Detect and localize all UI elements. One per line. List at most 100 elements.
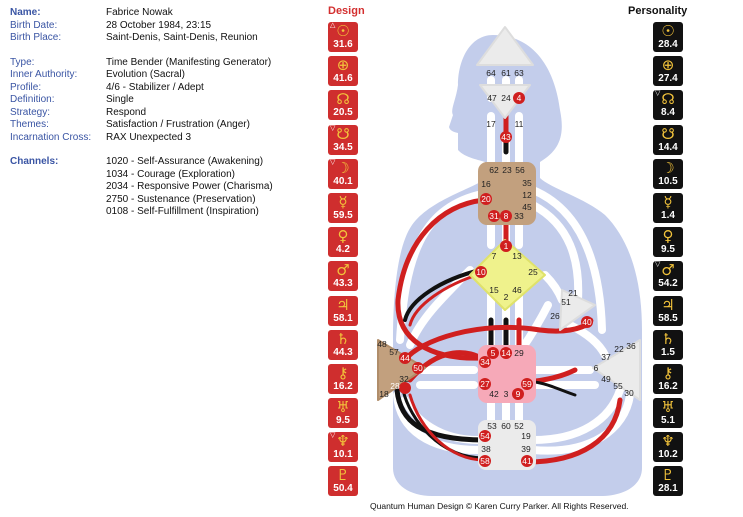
planet-gate-value: 58.5 xyxy=(658,312,678,324)
mars-icon: ♂ xyxy=(661,261,675,280)
gate-55: 55 xyxy=(613,381,623,391)
pluto-icon: ♇ xyxy=(661,466,675,485)
type-value: Time Bender (Manifesting Generator) xyxy=(106,56,272,68)
gate-36: 36 xyxy=(626,341,636,351)
planet-gate-value: 9.5 xyxy=(336,415,350,427)
earth-icon: ⊕ xyxy=(336,56,350,75)
planet-gate-value: 1.4 xyxy=(661,209,675,221)
planet-gate-value: 4.2 xyxy=(336,244,350,256)
earth-icon: ⊕ xyxy=(661,56,675,75)
planet-gate-value: 10.1 xyxy=(333,449,353,461)
gate-59: 59 xyxy=(522,379,532,389)
design-planet-jupiter: ♃58.1 xyxy=(328,295,358,326)
venus-icon: ♀ xyxy=(662,227,674,246)
personality-planet-neptune: ♆10.2 xyxy=(653,432,683,463)
venus-icon: ♀ xyxy=(337,227,349,246)
cross-value: RAX Unexpected 3 xyxy=(106,131,192,143)
design-planet-venus: ♀4.2 xyxy=(328,227,358,258)
planet-gate-value: 28.1 xyxy=(658,483,678,495)
active-gate-circles xyxy=(399,92,593,467)
planet-gate-value: 1.5 xyxy=(661,346,675,358)
personality-planet-north-node: ▽☊8.4 xyxy=(653,90,683,121)
planet-gate-value: 44.3 xyxy=(333,346,353,358)
type-label: Type: xyxy=(10,56,35,68)
design-planet-mars: ♂43.3 xyxy=(328,261,358,292)
gate-13: 13 xyxy=(512,251,522,261)
personality-planet-earth: ⊕27.4 xyxy=(653,56,683,87)
planet-gate-value: 16.2 xyxy=(658,380,678,392)
personality-title: Personality xyxy=(628,5,688,17)
design-planet-mercury: ☿59.5 xyxy=(328,192,358,223)
g-center xyxy=(469,239,546,311)
gate-22: 22 xyxy=(614,344,624,354)
gate-28: 28 xyxy=(390,381,400,391)
gate-61: 61 xyxy=(501,68,511,78)
strategy-label: Strategy: xyxy=(10,106,51,118)
design-planet-north-node: ☊20.5 xyxy=(328,90,358,121)
gate-34: 34 xyxy=(480,357,490,367)
pluto-icon: ♇ xyxy=(336,466,350,485)
gate-7: 7 xyxy=(492,251,497,261)
gate-33: 33 xyxy=(514,211,524,221)
personality-planet-uranus: ♅5.1 xyxy=(653,398,683,429)
profile-label: Profile: xyxy=(10,81,42,93)
channel-list: 1020 - Self-Assurance (Awakening) 1034 -… xyxy=(106,156,273,219)
personality-planet-venus: ♀9.5 xyxy=(653,227,683,258)
throat-center xyxy=(478,162,536,225)
gate-19: 19 xyxy=(521,431,531,441)
gate-14: 14 xyxy=(501,348,511,358)
personality-planet-sun: ☉28.4 xyxy=(653,22,683,52)
design-planet-moon: ▽☽40.1 xyxy=(328,158,358,189)
saturn-icon: ♄ xyxy=(336,329,350,348)
gate-2: 2 xyxy=(504,292,509,302)
planet-gate-value: 16.2 xyxy=(333,380,353,392)
gate-23: 23 xyxy=(502,165,512,175)
saturn-icon: ♄ xyxy=(661,329,675,348)
planet-gate-value: 59.5 xyxy=(333,209,353,221)
channel-item: 1020 - Self-Assurance (Awakening) xyxy=(106,156,264,167)
gate-18: 18 xyxy=(379,389,389,399)
planet-gate-value: 27.4 xyxy=(658,73,678,85)
gate-labels: 64 61 63 47 24 4 17 11 43 62 23 56 16 35… xyxy=(377,68,636,466)
gate-60: 60 xyxy=(501,421,511,431)
gate-27: 27 xyxy=(480,379,490,389)
gate-6: 6 xyxy=(594,363,599,373)
gate-1: 1 xyxy=(504,241,509,251)
gate-38: 38 xyxy=(481,444,491,454)
gate-12: 12 xyxy=(522,190,532,200)
neptune-icon: ♆ xyxy=(661,432,675,451)
gate-64: 64 xyxy=(486,68,496,78)
chiron-icon: ⚷ xyxy=(337,363,349,382)
gate-30: 30 xyxy=(624,388,634,398)
personality-planet-mars: ▽♂54.2 xyxy=(653,261,683,292)
gate-51: 51 xyxy=(561,297,571,307)
birth-date-value: 28 October 1984, 23:15 xyxy=(106,19,212,31)
gate-17: 17 xyxy=(486,119,496,129)
themes-value: Satisfaction / Frustration (Anger) xyxy=(106,119,250,130)
jupiter-icon: ♃ xyxy=(336,295,350,314)
chiron-icon: ⚷ xyxy=(662,363,674,382)
definition-label: Definition: xyxy=(10,94,55,105)
name-label: Name: xyxy=(10,7,41,18)
birth-place-label: Birth Place: xyxy=(10,32,62,43)
south-node-icon: ☋ xyxy=(336,124,350,143)
gate-42: 42 xyxy=(489,389,499,399)
gate-63: 63 xyxy=(514,68,524,78)
north-node-icon: ☊ xyxy=(661,90,675,109)
design-planet-earth: ⊕41.6 xyxy=(328,56,358,87)
moon-icon: ☽ xyxy=(661,158,675,177)
gate-56: 56 xyxy=(515,165,525,175)
personality-planet-jupiter: ♃58.5 xyxy=(653,295,683,326)
fixing-mark: ▽ xyxy=(330,158,336,166)
fixing-mark: ▽ xyxy=(330,124,336,132)
themes-label: Themes: xyxy=(10,119,49,130)
gate-46: 46 xyxy=(512,285,522,295)
design-planet-uranus: ♅9.5 xyxy=(328,398,358,429)
gate-11: 11 xyxy=(515,119,524,129)
planet-gate-value: 50.4 xyxy=(333,483,353,495)
gate-41: 41 xyxy=(522,456,532,466)
sacral-center xyxy=(478,345,536,403)
cross-label: Incarnation Cross: xyxy=(10,131,92,143)
design-planet-sun: △☉31.6 xyxy=(328,22,358,52)
personality-planet-south-node: ☋14.4 xyxy=(653,124,683,155)
